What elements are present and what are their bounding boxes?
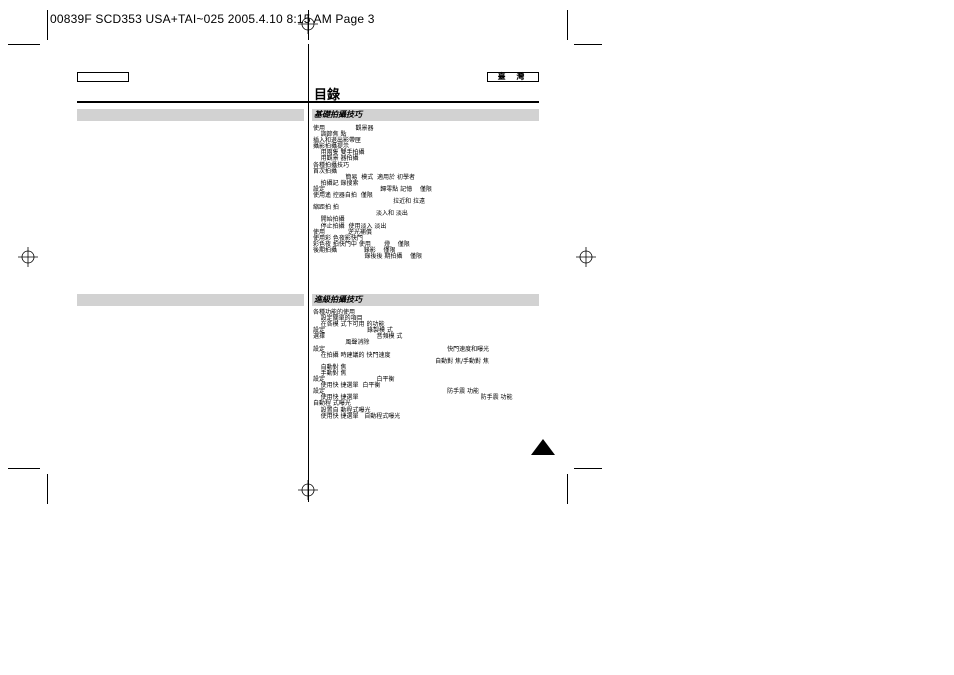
language-tab: 臺 灣 (487, 72, 539, 82)
toc-item: 自動對 焦/手動對 焦 (313, 357, 489, 365)
crop-mark (567, 10, 568, 40)
registration-mark-icon (298, 14, 318, 34)
toc-item: 停止拍攝 使用淡入 淡出 (313, 222, 387, 230)
toc-item: 拍攝記 錄搜索 (313, 179, 359, 187)
toc-item: 自動程 式曝光 (313, 400, 351, 408)
section-band-right (312, 294, 539, 306)
crop-mark (574, 44, 602, 45)
next-page-triangle-icon (531, 439, 555, 455)
toc-item: 設定 快門速度和曝光 (313, 345, 490, 353)
page-title: 目錄 (314, 88, 341, 103)
crop-mark (47, 10, 48, 40)
section-band-left (77, 294, 304, 306)
section-title: 基礎拍攝技巧 (314, 110, 362, 119)
toc-item: 用兩隻 雙手拍攝 (313, 149, 365, 157)
toc-item: 用觀景 器拍攝 (313, 155, 359, 163)
toc-item: 在各模 式下可用 的功能 (313, 321, 385, 329)
toc-item: 開始拍攝 (313, 216, 345, 224)
crop-mark (308, 10, 309, 40)
toc-item: 使用 逆光補償 (313, 228, 372, 236)
toc-item: 設定 歸零點 記憶 僅限 (313, 185, 432, 193)
toc-item: 彩色夜 拍快門中 使用 燈 僅限 (313, 240, 410, 248)
toc-item: 插入和退出影帶匣 (313, 137, 362, 145)
toc-item: 調節焦 點 (313, 131, 347, 139)
toc-item: 後期拍攝 錄影 僅限 (313, 246, 396, 254)
toc-item: 設定 白平衡 (313, 376, 395, 384)
crop-mark (8, 44, 40, 45)
toc-item: 縮距拍 拍 (313, 204, 339, 212)
crop-mark (8, 468, 40, 469)
toc-item: 各種功能的使用 (313, 309, 356, 316)
toc-list: 使用 觀景器 調節焦 點 插入和退出影帶匣 攝影拍攝提示 用兩隻 雙手拍攝 用觀… (313, 125, 432, 260)
section-band-right (312, 109, 539, 121)
toc-item: 設定 錄製模 式 (313, 327, 393, 335)
toc-item: 使用快 捷選單 自動程式曝光 (313, 412, 401, 420)
toc-item: 在拍攝 時建議的 快門速度 (313, 351, 391, 359)
toc-item: 手動對 焦 (313, 369, 347, 377)
registration-mark-icon (18, 247, 38, 267)
page-divider (308, 44, 309, 502)
toc-item: 使用 觀景器 (313, 125, 374, 132)
toc-item: 拉近和 拉遠 (313, 198, 426, 206)
toc-item: 淡入和 淡出 (313, 210, 408, 218)
toc-item: 設定關單的項目 (313, 315, 363, 323)
toc-item: 自動對 焦 (313, 363, 347, 371)
toc-item: 使用快 捷選單 防手震 功能 (313, 394, 513, 402)
toc-item: 選擇 音頻模 式 (313, 333, 403, 341)
toc-item: 錄後後 期拍攝 僅限 (313, 252, 423, 260)
toc-item: 各種拍攝技巧 (313, 161, 350, 169)
toc-item: 設置自 動程式曝光 (313, 406, 371, 414)
registration-mark-icon (576, 247, 596, 267)
toc-item: 使用彩 色夜影快門 (313, 234, 363, 242)
crop-mark (47, 474, 48, 504)
print-slug: 00839F SCD353 USA+TAI~025 2005.4.10 8:15… (50, 12, 375, 26)
toc-list: 各種功能的使用 設定關單的項目 在各模 式下可用 的功能 設定 錄製模 式 選擇… (313, 309, 513, 420)
toc-item: 風聲消除 (313, 339, 370, 347)
crop-mark (567, 474, 568, 504)
toc-item: 攝影拍攝提示 (313, 143, 350, 151)
section-title: 進級拍攝技巧 (314, 295, 362, 304)
language-tab-left (77, 72, 129, 82)
toc-item: 使用快 捷選單 白平衡 (313, 382, 381, 390)
title-rule (77, 101, 539, 103)
toc-item: 設定 防手震 功能 (313, 388, 479, 396)
section-band-left (77, 109, 304, 121)
toc-item: 使用遙 控器自拍 僅限 (313, 192, 373, 200)
toc-item: 簡易 模式 適用於 初學者 (313, 173, 415, 181)
crop-mark (574, 468, 602, 469)
toc-item: 首次拍攝 (313, 167, 338, 175)
